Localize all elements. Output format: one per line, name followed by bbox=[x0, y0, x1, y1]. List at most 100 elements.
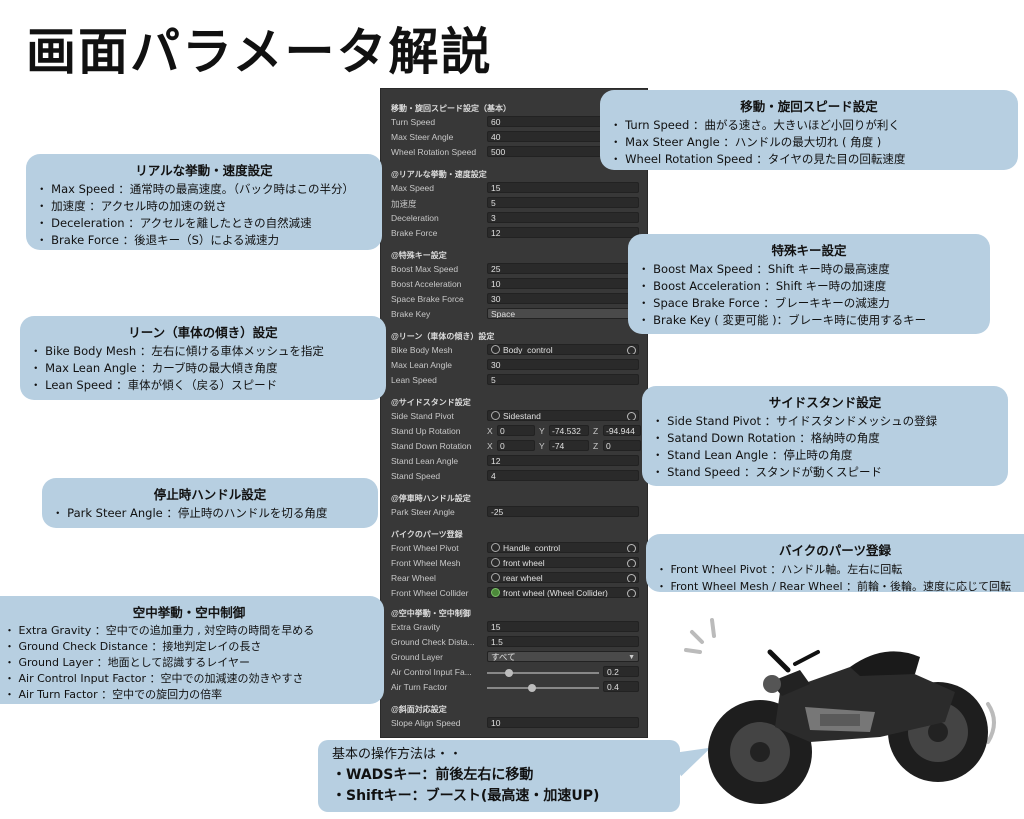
z-axis-label: Z bbox=[593, 426, 599, 436]
field-stand-lean-angle[interactable]: 12 bbox=[487, 455, 639, 466]
callout-air-control: 空中挙動・空中制御 ・ Extra Gravity ：空中での追加重力 , 対空… bbox=[0, 596, 384, 704]
callout-line: ・ Bike Body Mesh ：左右に傾ける車体メッシュを指定 bbox=[30, 344, 324, 358]
field-side-stand-pivot-text: Sidestand bbox=[503, 411, 541, 421]
field-stand-up-z[interactable]: -94.944 bbox=[603, 425, 641, 436]
field-stand-up-y[interactable]: -74.532 bbox=[549, 425, 589, 436]
callout-bike-parts: バイクのパーツ登録 ・ Front Wheel Pivot ：ハンドル軸。左右に… bbox=[646, 534, 1024, 593]
speech-bubble-controls: 基本の操作方法は・・ ・WADSキー：前後左右に移動 ・Shiftキー：ブースト… bbox=[318, 740, 680, 812]
field-brake-key[interactable]: Space bbox=[487, 308, 639, 319]
label-lean-speed: Lean Speed bbox=[391, 375, 437, 385]
field-slope-align-speed[interactable]: 10 bbox=[487, 717, 639, 728]
field-stand-speed[interactable]: 4 bbox=[487, 470, 639, 481]
callout-turn-speed: 移動・旋回スピード設定 ・ Turn Speed ：曲がる速さ。大きいほど小回り… bbox=[600, 90, 1018, 170]
callout-line: ・ Stand Speed ：スタンドが動くスピード bbox=[652, 465, 882, 479]
field-extra-gravity[interactable]: 15 bbox=[487, 621, 639, 632]
label-deceleration: Deceleration bbox=[391, 213, 439, 223]
speech-line: ・WADSキー：前後左右に移動 bbox=[332, 767, 534, 783]
field-stand-down-z[interactable]: 0 bbox=[603, 440, 641, 451]
field-rear-wheel[interactable]: rear wheel bbox=[487, 572, 639, 583]
callout-line: ・ Ground Check Distance ：接地判定レイの長さ bbox=[4, 640, 262, 653]
section-title-parts: バイクのパーツ登録 bbox=[391, 530, 463, 539]
label-space-brake-force: Space Brake Force bbox=[391, 294, 464, 304]
field-bike-body-mesh[interactable]: Body_control bbox=[487, 344, 639, 355]
field-stand-up-x[interactable]: 0 bbox=[497, 425, 535, 436]
callout-line: ・ Space Brake Force ：ブレーキキーの減速力 bbox=[638, 296, 890, 310]
speech-line: ・Shiftキー：ブースト(最高速・加速UP) bbox=[332, 788, 600, 804]
object-icon bbox=[491, 411, 500, 420]
field-acceleration[interactable]: 5 bbox=[487, 197, 639, 208]
speech-line: 基本の操作方法は・・ bbox=[332, 747, 463, 762]
section-title-park: @停車時ハンドル設定 bbox=[391, 494, 471, 503]
field-park-steer-angle[interactable]: -25 bbox=[487, 506, 639, 517]
callout-real-motion: リアルな挙動・速度設定 ・ Max Speed ：通常時の最高速度。（バック時は… bbox=[26, 154, 382, 250]
slider-handle[interactable] bbox=[505, 669, 514, 677]
y-axis-label: Y bbox=[539, 441, 545, 451]
field-front-wheel-collider[interactable]: front wheel (Wheel Collider) bbox=[487, 587, 639, 598]
label-max-speed: Max Speed bbox=[391, 183, 434, 193]
x-axis-label: X bbox=[487, 426, 493, 436]
label-max-lean-angle: Max Lean Angle bbox=[391, 360, 452, 370]
callout-title: 特殊キー設定 bbox=[771, 243, 847, 258]
field-front-wheel-mesh-text: front wheel bbox=[503, 558, 545, 568]
section-title-lean: @リーン（車体の傾き）設定 bbox=[391, 332, 495, 341]
object-icon bbox=[491, 543, 500, 552]
dropdown-ground-layer[interactable]: すべて▼ bbox=[487, 651, 639, 662]
callout-title: リーン（車体の傾き）設定 bbox=[128, 325, 278, 340]
callout-line: ・ Front Wheel Mesh / Rear Wheel ：前輪・後輪。速… bbox=[656, 580, 1012, 593]
object-picker-icon[interactable] bbox=[627, 412, 636, 420]
object-picker-icon[interactable] bbox=[627, 574, 636, 582]
x-axis-label: X bbox=[487, 441, 493, 451]
callout-line: ・ Air Turn Factor ：空中での旋回力の倍率 bbox=[4, 688, 223, 701]
callout-line: ・ Brake Force ：後退キー（S）による減速力 bbox=[36, 233, 280, 247]
callout-title: リアルな挙動・速度設定 bbox=[135, 163, 273, 178]
slider-air-turn-factor[interactable] bbox=[487, 684, 599, 692]
field-max-lean-angle[interactable]: 30 bbox=[487, 359, 639, 370]
label-slope-align-speed: Slope Align Speed bbox=[391, 718, 461, 728]
slider-handle[interactable] bbox=[527, 684, 536, 692]
y-axis-label: Y bbox=[539, 426, 545, 436]
field-space-brake-force[interactable]: 30 bbox=[487, 293, 639, 304]
collider-icon bbox=[491, 588, 500, 597]
field-deceleration[interactable]: 3 bbox=[487, 212, 639, 223]
field-lean-speed[interactable]: 5 bbox=[487, 374, 639, 385]
callout-line: ・ Front Wheel Pivot ：ハンドル軸。左右に回転 bbox=[656, 563, 903, 576]
field-stand-down-x[interactable]: 0 bbox=[497, 440, 535, 451]
field-boost-max-speed[interactable]: 25 bbox=[487, 263, 639, 274]
label-rear-wheel: Rear Wheel bbox=[391, 573, 436, 583]
slider-air-control-input-factor[interactable] bbox=[487, 669, 599, 677]
callout-line: ・ Brake Key ( 変更可能 )：ブレーキ時に使用するキー bbox=[638, 313, 927, 327]
field-ground-check-distance[interactable]: 1.5 bbox=[487, 636, 639, 647]
label-turn-speed: Turn Speed bbox=[391, 117, 436, 127]
field-side-stand-pivot[interactable]: Sidestand bbox=[487, 410, 639, 421]
label-acceleration: 加速度 bbox=[391, 199, 417, 209]
field-boost-acceleration[interactable]: 10 bbox=[487, 278, 639, 289]
section-title-real: @リアルな挙動・速度設定 bbox=[391, 170, 487, 179]
label-stand-lean-angle: Stand Lean Angle bbox=[391, 456, 459, 466]
callout-special-key: 特殊キー設定 ・ Boost Max Speed ：Shift キー時の最高速度… bbox=[628, 234, 990, 334]
label-side-stand-pivot: Side Stand Pivot bbox=[391, 411, 454, 421]
field-front-wheel-pivot[interactable]: Handle_control bbox=[487, 542, 639, 553]
object-picker-icon[interactable] bbox=[627, 589, 636, 597]
field-stand-down-y[interactable]: -74 bbox=[549, 440, 589, 451]
callout-title: 停止時ハンドル設定 bbox=[153, 487, 267, 502]
object-picker-icon[interactable] bbox=[627, 346, 636, 354]
callout-line: ・ Turn Speed ：曲がる速さ。大きいほど小回りが利く bbox=[610, 118, 900, 132]
label-ground-layer: Ground Layer bbox=[391, 652, 443, 662]
label-park-steer-angle: Park Steer Angle bbox=[391, 507, 455, 517]
field-max-speed[interactable]: 15 bbox=[487, 182, 639, 193]
field-front-wheel-collider-text: front wheel (Wheel Collider) bbox=[503, 588, 608, 598]
field-brake-force[interactable]: 12 bbox=[487, 227, 639, 238]
field-front-wheel-pivot-text: Handle_control bbox=[503, 543, 561, 553]
callout-line: ・ Park Steer Angle ：停止時のハンドルを切る角度 bbox=[52, 506, 328, 520]
dropdown-ground-layer-text: すべて bbox=[491, 652, 516, 662]
object-picker-icon[interactable] bbox=[627, 559, 636, 567]
label-ground-check-distance: Ground Check Dista... bbox=[391, 637, 475, 647]
label-boost-acceleration: Boost Acceleration bbox=[391, 279, 462, 289]
label-extra-gravity: Extra Gravity bbox=[391, 622, 441, 632]
callout-side-stand: サイドスタンド設定 ・ Side Stand Pivot ：サイドスタンドメッシ… bbox=[642, 386, 1008, 486]
field-front-wheel-mesh[interactable]: front wheel bbox=[487, 557, 639, 568]
field-air-turn-factor[interactable]: 0.4 bbox=[603, 681, 639, 692]
field-air-control-input-factor[interactable]: 0.2 bbox=[603, 666, 639, 677]
object-picker-icon[interactable] bbox=[627, 544, 636, 552]
section-title-stand: @サイドスタンド設定 bbox=[391, 398, 471, 407]
